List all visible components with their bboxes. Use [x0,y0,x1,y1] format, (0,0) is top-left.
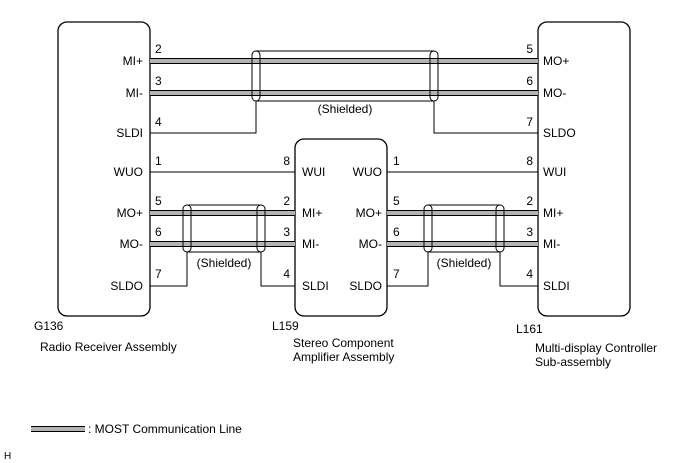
pin-number: 3 [283,225,290,239]
pin-number: 4 [283,267,290,281]
g136-code: G136 [34,319,64,333]
pin-number: 6 [155,225,162,239]
pin-label: MI- [302,237,319,251]
g136-pins: MI+ 2 MI- 3 SLDI 4 WUO 1 MO+ 5 MO- 6 SLD… [110,42,162,293]
corner-mark: H [4,451,11,462]
l161-name-line2: Sub-assembly [535,355,611,369]
pin-number: 7 [155,267,162,281]
l159-connector-box [294,138,388,317]
pin-label: MO- [543,86,566,100]
pin-number: 4 [155,115,162,129]
l161-connector-box [537,21,631,317]
pin-number: 7 [393,267,400,281]
l161-name-line1: Multi-display Controller [535,341,657,355]
pin-number: 5 [526,42,533,56]
l159-name-line1: Stereo Component [293,336,394,350]
pin-label: WUO [353,165,382,179]
l159-left-pins: WUI 8 MI+ 2 MI- 3 SLDI 4 [283,154,328,293]
g136-connector-box [57,21,151,317]
pin-label: WUI [543,165,566,179]
l159-name-line2: Amplifier Assembly [293,350,394,364]
pin-label: MI+ [543,206,563,220]
shield-label-right: (Shielded) [437,256,492,270]
shield-label-top: (Shielded) [318,102,373,116]
pin-label: MO- [120,237,143,251]
shield-drain-sldi-l159 [260,252,295,287]
pin-label: WUO [114,165,143,179]
pin-label: SLDO [543,126,576,140]
shield-drain-sldo-g136 [150,252,188,287]
pin-number: 2 [155,42,162,56]
g136-name: Radio Receiver Assembly [40,340,177,354]
l159-right-pins: WUO 1 MO+ 5 MO- 6 SLDO 7 [349,154,400,293]
shield-drain-sldi-g136 [150,101,257,134]
pin-label: MI- [126,86,143,100]
shield-drain-sldi-l161 [499,252,538,287]
pin-number: 3 [526,225,533,239]
pin-label: MO+ [117,206,143,220]
pin-label: SLDO [349,279,382,293]
legend-text: : MOST Communication Line [88,422,242,436]
pin-label: SLDI [116,126,143,140]
pin-number: 5 [155,194,162,208]
pin-number: 3 [155,74,162,88]
pin-label: MO- [359,237,382,251]
shield-label-left: (Shielded) [197,256,252,270]
pin-label: SLDI [302,279,329,293]
pin-label: SLDI [543,279,570,293]
pin-number: 8 [283,154,290,168]
shield-drain-sldo-l159 [387,252,429,287]
pin-label: MI+ [123,54,143,68]
pin-number: 1 [155,154,162,168]
pin-label: SLDO [110,279,143,293]
pin-label: MI+ [302,206,322,220]
pin-number: 5 [393,194,400,208]
l161-code: L161 [516,322,543,336]
pin-number: 1 [393,154,400,168]
pin-number: 6 [393,225,400,239]
shield-drain-sldo-l161 [433,101,538,134]
pin-label: MO+ [543,54,569,68]
pin-number: 2 [283,194,290,208]
pin-label: MI- [543,237,560,251]
pin-number: 2 [526,194,533,208]
pin-number: 6 [526,74,533,88]
pin-label: MO+ [356,206,382,220]
pin-label: WUI [302,165,325,179]
pin-number: 7 [526,115,533,129]
pin-number: 4 [526,267,533,281]
l159-code: L159 [272,319,299,333]
pin-number: 8 [526,154,533,168]
l161-pins: MO+ 5 MO- 6 SLDO 7 WUI 8 MI+ 2 MI- 3 SLD… [526,42,575,293]
